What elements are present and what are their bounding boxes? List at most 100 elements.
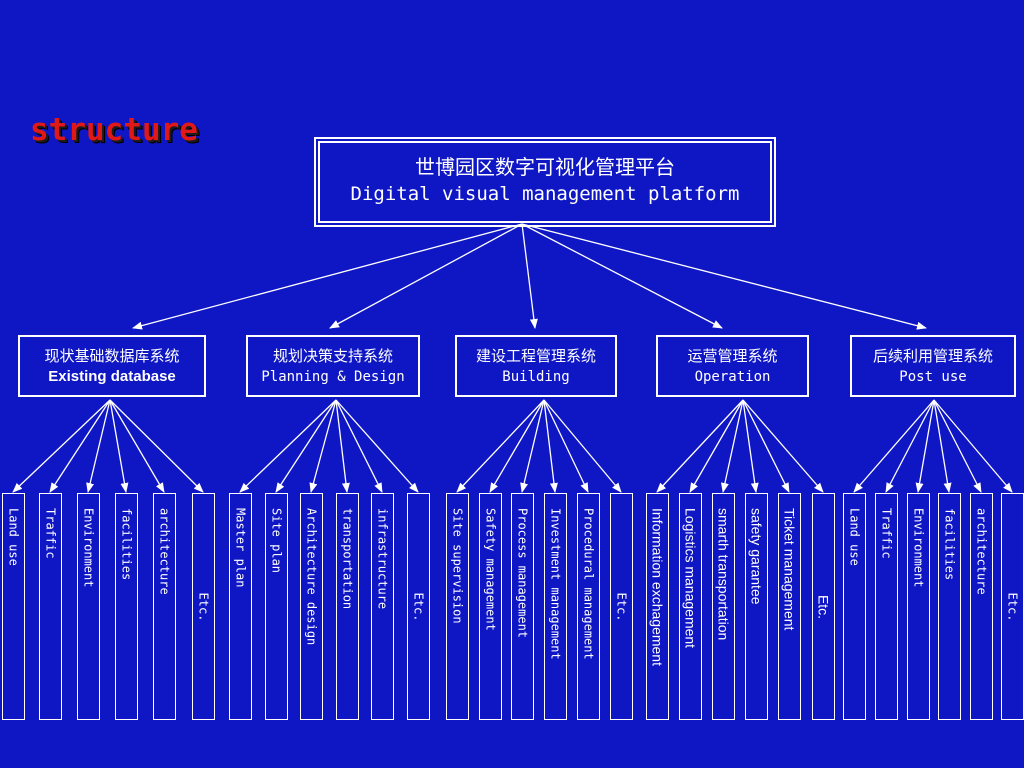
- connector-root-to-system-3: [521, 223, 723, 329]
- connector-system-1-to-leaf-2: [309, 399, 337, 493]
- system-label-zh: 建设工程管理系统: [475, 347, 596, 365]
- system-label-en: Building: [502, 369, 570, 385]
- connector-system-1-to-leaf-3: [335, 399, 350, 493]
- leaf-label: Etc.: [815, 594, 832, 619]
- leaf-label: Information exchagement: [649, 508, 666, 666]
- root-label-zh: 世博园区数字可视化管理平台: [415, 155, 675, 179]
- leaf-label: Architecture design: [304, 508, 319, 646]
- connector-system-3-to-leaf-2: [721, 399, 744, 493]
- connector-system-4-to-leaf-3: [933, 399, 952, 493]
- root-platform-node: 世博园区数字可视化管理平台 Digital visual management …: [314, 137, 776, 227]
- system-label-en: Operation: [694, 369, 771, 385]
- connector-system-0-to-leaf-3: [109, 399, 129, 493]
- connector-system-4-to-leaf-2: [915, 399, 935, 493]
- connector-system-3-to-leaf-4: [742, 399, 790, 493]
- system-label-en: Planning & Design: [261, 369, 405, 385]
- connector-system-3-to-leaf-5: [742, 399, 824, 493]
- leaf-node: Process management: [511, 493, 534, 720]
- leaf-node: architecture: [970, 493, 993, 720]
- system-label-en: Post use: [899, 369, 967, 385]
- leaf-node: Environment: [907, 493, 930, 720]
- leaf-label: Environment: [911, 508, 926, 588]
- leaf-node: Site supervision: [446, 493, 469, 720]
- leaf-node: Etc.: [1001, 493, 1024, 720]
- leaf-node: Traffic: [39, 493, 62, 720]
- connector-system-2-to-leaf-5: [543, 399, 622, 493]
- connector-system-0-to-leaf-1: [49, 399, 111, 493]
- leaf-label: Land use: [847, 508, 862, 566]
- connector-system-4-to-leaf-0: [853, 399, 935, 493]
- leaf-label: architecture: [974, 508, 989, 595]
- leaf-node: Investment management: [544, 493, 567, 720]
- leaf-label: Etc.: [614, 592, 629, 621]
- connector-system-2-to-leaf-0: [456, 399, 545, 493]
- slide-title: structure: [30, 112, 198, 148]
- leaf-node: Land use: [843, 493, 866, 720]
- leaf-node: Etc.: [192, 493, 215, 720]
- connector-system-0-to-leaf-2: [86, 399, 111, 493]
- leaf-label: Ticket management: [781, 508, 798, 631]
- leaf-label: smarth transportation: [715, 508, 732, 641]
- connector-system-0-to-leaf-0: [12, 399, 111, 493]
- leaf-node: Etc.: [812, 493, 835, 720]
- connector-root-to-system-2: [521, 223, 538, 329]
- leaf-label: Etc.: [196, 592, 211, 621]
- leaf-label: Investment management: [548, 508, 563, 660]
- leaf-node: Etc.: [610, 493, 633, 720]
- connector-system-2-to-leaf-4: [543, 399, 589, 493]
- leaf-node: Ticket management: [778, 493, 801, 720]
- system-node-post-use: 后续利用管理系统 Post use: [850, 335, 1016, 397]
- leaf-label: Master plan: [233, 508, 248, 588]
- system-node-building: 建设工程管理系统 Building: [455, 335, 617, 397]
- connector-system-1-to-leaf-1: [275, 399, 337, 493]
- connector-system-0-to-leaf-4: [109, 399, 165, 493]
- leaf-node: facilities: [938, 493, 961, 720]
- connector-system-2-to-leaf-3: [543, 399, 558, 493]
- leaf-label: infrastructure: [375, 508, 390, 610]
- leaf-label: transportation: [340, 508, 355, 610]
- system-node-existing-database: 现状基础数据库系统 Existing database: [18, 335, 206, 397]
- connector-system-3-to-leaf-1: [689, 399, 744, 493]
- connector-system-4-to-leaf-4: [933, 399, 982, 493]
- connector-system-4-to-leaf-5: [933, 399, 1013, 493]
- leaf-node: Safety management: [479, 493, 502, 720]
- system-label-zh: 现状基础数据库系统: [44, 347, 180, 365]
- leaf-node: Master plan: [229, 493, 252, 720]
- connector-system-1-to-leaf-4: [335, 399, 383, 493]
- leaf-node: safety garantee: [745, 493, 768, 720]
- leaf-label: facilities: [119, 508, 134, 581]
- connector-root-to-system-4: [521, 223, 927, 330]
- leaf-node: Logistics management: [679, 493, 702, 720]
- leaf-label: Traffic: [879, 508, 894, 559]
- leaf-node: Traffic: [875, 493, 898, 720]
- leaf-node: Etc.: [407, 493, 430, 720]
- connector-system-0-to-leaf-5: [109, 399, 204, 493]
- root-label-en: Digital visual management platform: [350, 183, 740, 205]
- leaf-label: Etc.: [1005, 592, 1020, 621]
- leaf-label: Logistics management: [682, 508, 699, 649]
- connector-system-4-to-leaf-1: [885, 399, 935, 493]
- leaf-node: Procedural management: [577, 493, 600, 720]
- connector-root-to-system-0: [132, 223, 523, 330]
- leaf-label: Procedural management: [581, 508, 596, 660]
- leaf-node: infrastructure: [371, 493, 394, 720]
- connector-system-1-to-leaf-5: [335, 399, 419, 493]
- connector-system-3-to-leaf-0: [656, 399, 744, 493]
- leaf-label: Land use: [6, 508, 21, 566]
- leaf-label: Safety management: [483, 508, 498, 631]
- leaf-node: transportation: [336, 493, 359, 720]
- leaf-label: Process management: [515, 508, 530, 639]
- system-label-en: Existing database: [48, 368, 176, 385]
- connector-system-3-to-leaf-3: [742, 399, 759, 493]
- leaf-node: Environment: [77, 493, 100, 720]
- leaf-node: Land use: [2, 493, 25, 720]
- leaf-label: Etc.: [411, 592, 426, 621]
- connector-system-2-to-leaf-2: [520, 399, 545, 493]
- leaf-node: smarth transportation: [712, 493, 735, 720]
- leaf-label: Site supervision: [450, 508, 465, 624]
- leaf-label: safety garantee: [748, 508, 765, 605]
- leaf-node: architecture: [153, 493, 176, 720]
- leaf-label: architecture: [157, 508, 172, 595]
- system-label-zh: 规划决策支持系统: [272, 347, 393, 365]
